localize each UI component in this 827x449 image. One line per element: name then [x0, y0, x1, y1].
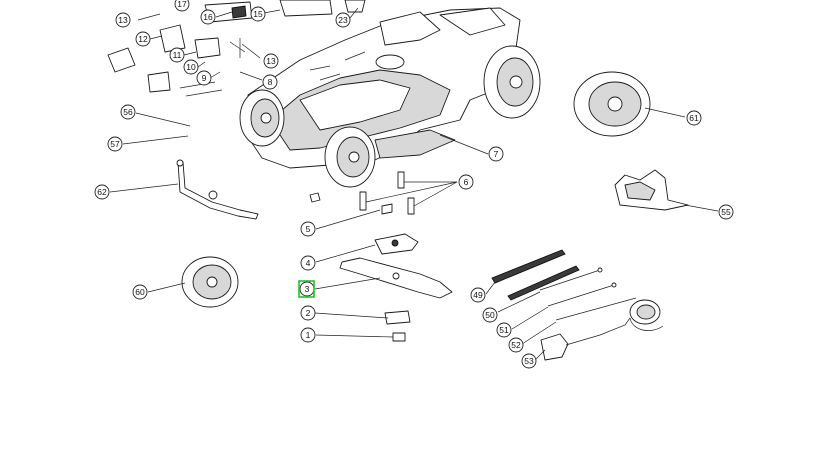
callout-51[interactable]: 51	[496, 322, 512, 338]
front-wheel-60[interactable]	[181, 256, 239, 308]
rear-flap[interactable]	[614, 169, 689, 211]
springs-49[interactable]	[491, 249, 580, 301]
callout-53[interactable]: 53	[521, 353, 537, 369]
svg-text:56: 56	[123, 107, 133, 117]
svg-text:10: 10	[186, 62, 196, 72]
svg-text:9: 9	[202, 73, 207, 83]
svg-text:16: 16	[203, 12, 213, 22]
svg-text:55: 55	[721, 207, 731, 217]
callout-11[interactable]: 11	[169, 47, 185, 63]
svg-text:57: 57	[110, 139, 120, 149]
callout-17[interactable]: 17	[174, 0, 190, 12]
callout-56[interactable]: 56	[120, 104, 136, 120]
svg-text:6: 6	[464, 177, 469, 187]
svg-text:49: 49	[473, 290, 483, 300]
washer-2[interactable]	[384, 310, 411, 325]
callout-7[interactable]: 7	[488, 146, 504, 162]
svg-text:52: 52	[511, 340, 521, 350]
svg-text:7: 7	[494, 149, 499, 159]
callout-4[interactable]: 4	[300, 255, 316, 271]
selection-highlight	[298, 280, 315, 298]
svg-text:53: 53	[524, 356, 534, 366]
callout-61[interactable]: 61	[686, 110, 702, 126]
callout-57[interactable]: 57	[107, 136, 123, 152]
callout-9[interactable]: 9	[196, 70, 212, 86]
callout-3[interactable]: 3	[299, 281, 315, 297]
callout-12[interactable]: 12	[135, 31, 151, 47]
callout-62[interactable]: 62	[94, 184, 110, 200]
blade-adapter-4[interactable]	[374, 233, 419, 255]
callout-55[interactable]: 55	[718, 204, 734, 220]
callout-10[interactable]: 10	[183, 59, 199, 75]
svg-text:17: 17	[177, 0, 187, 9]
callout-52[interactable]: 52	[508, 337, 524, 353]
callout-6[interactable]: 6	[458, 174, 474, 190]
pins-6[interactable]	[309, 171, 415, 215]
callout-2[interactable]: 2	[300, 305, 316, 321]
rear-wheel-61[interactable]	[573, 71, 651, 137]
svg-text:15: 15	[253, 9, 263, 19]
housing-front-wheel	[239, 89, 285, 147]
svg-text:60: 60	[135, 287, 145, 297]
callout-13-right[interactable]: 13	[263, 53, 279, 69]
svg-text:62: 62	[97, 187, 107, 197]
callout-1[interactable]: 1	[300, 327, 316, 343]
svg-text:8: 8	[268, 77, 273, 87]
bolt-1[interactable]	[392, 332, 406, 342]
small-hardware-top-left	[107, 0, 366, 97]
callout-13-top[interactable]: 13	[115, 12, 131, 28]
callout-15[interactable]: 15	[250, 6, 266, 22]
svg-text:1: 1	[306, 330, 311, 340]
callout-23[interactable]: 23	[335, 12, 351, 28]
switch-box-53[interactable]	[540, 299, 664, 361]
svg-text:50: 50	[485, 310, 495, 320]
callout-8[interactable]: 8	[262, 74, 278, 90]
svg-text:23: 23	[338, 15, 348, 25]
housing-rear-wheel	[483, 45, 541, 119]
leader-lines	[109, 7, 719, 360]
callout-60[interactable]: 60	[132, 284, 148, 300]
svg-text:13: 13	[266, 56, 276, 66]
svg-text:13: 13	[118, 15, 128, 25]
svg-text:5: 5	[306, 224, 311, 234]
svg-text:11: 11	[173, 50, 182, 60]
svg-text:4: 4	[306, 258, 311, 268]
housing-mid-wheel	[324, 126, 376, 188]
mower-deck-housing[interactable]	[247, 7, 521, 169]
callout-16[interactable]: 16	[200, 9, 216, 25]
callout-5[interactable]: 5	[300, 221, 316, 237]
cables-50-52[interactable]	[539, 267, 637, 321]
callout-50[interactable]: 50	[482, 307, 498, 323]
svg-text:2: 2	[306, 308, 311, 318]
axle-62[interactable]	[176, 159, 259, 220]
svg-text:3: 3	[305, 284, 310, 294]
blade-3[interactable]	[339, 257, 453, 299]
svg-text:51: 51	[499, 325, 509, 335]
svg-text:61: 61	[689, 113, 699, 123]
svg-text:12: 12	[138, 34, 148, 44]
callout-49[interactable]: 49	[470, 287, 486, 303]
